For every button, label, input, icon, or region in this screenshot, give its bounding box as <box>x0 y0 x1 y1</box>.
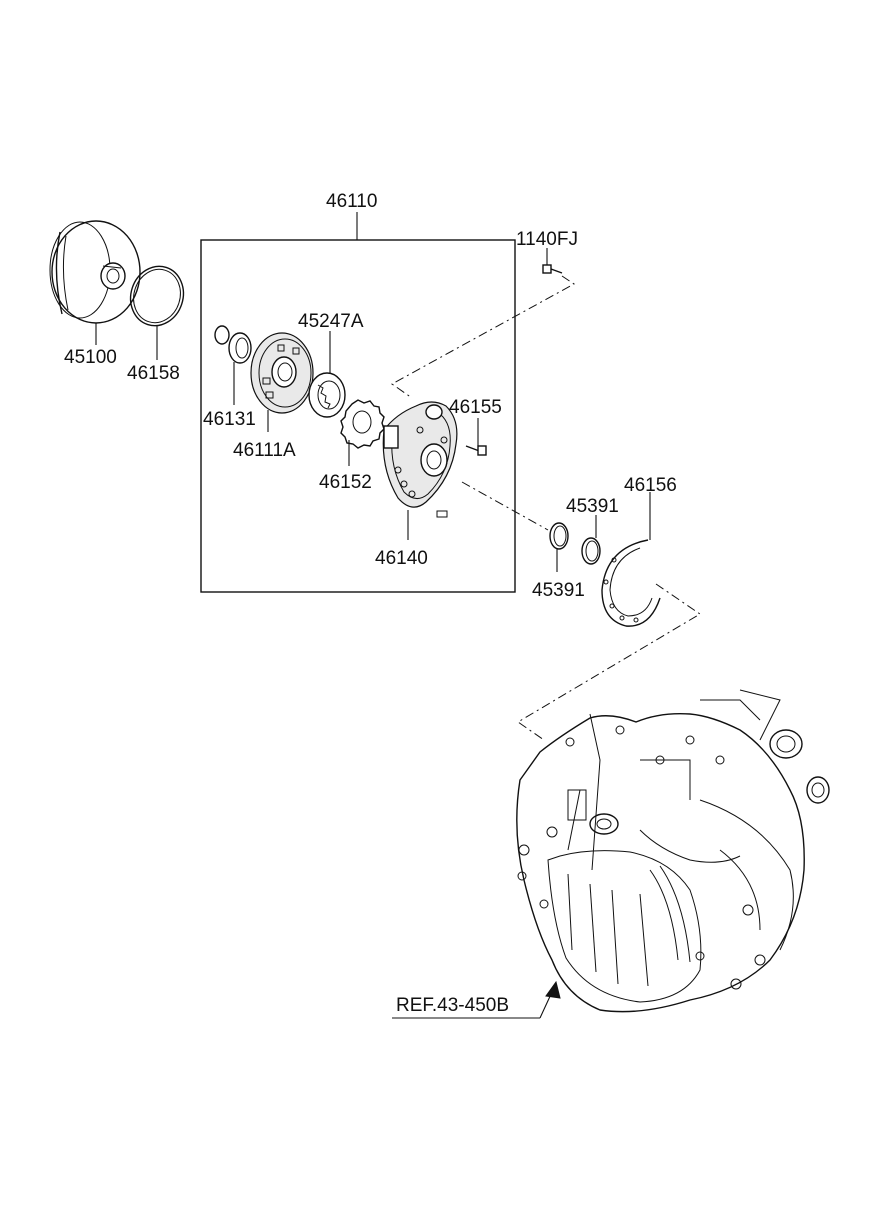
pump-body-46140[interactable]: 46140 <box>375 401 458 569</box>
oil-seal-46131[interactable]: 46131 <box>203 325 256 430</box>
bolt-1140FJ[interactable]: 1140FJ <box>516 229 578 274</box>
assembly-46110-group: 46110 <box>200 191 516 593</box>
reference-arrow-icon <box>545 980 561 999</box>
assembly-box <box>200 239 516 593</box>
reference-label[interactable]: REF.43-450B <box>396 995 509 1016</box>
part-label-46140[interactable]: 46140 <box>375 548 428 569</box>
torque-converter-45100[interactable]: 45100 <box>49 220 141 368</box>
part-label-46156[interactable]: 46156 <box>624 475 677 496</box>
part-label-45100[interactable]: 45100 <box>64 347 117 368</box>
gear-45247A[interactable]: 45247A <box>298 311 364 418</box>
gasket-46156[interactable]: 46156 <box>601 475 677 627</box>
transaxle-assembly <box>516 689 830 1013</box>
reference-callout[interactable]: REF.43-450B <box>392 980 561 1019</box>
o-ring-46158[interactable]: 46158 <box>123 259 191 384</box>
part-label-46111A[interactable]: 46111A <box>233 440 296 461</box>
part-label-45391-lower[interactable]: 45391 <box>532 580 585 601</box>
ring-45391-right[interactable]: 45391 <box>566 496 619 565</box>
part-label-45391-upper[interactable]: 45391 <box>566 496 619 517</box>
part-label-1140FJ[interactable]: 1140FJ <box>516 229 578 250</box>
part-label-46155[interactable]: 46155 <box>449 397 502 418</box>
part-label-45247A[interactable]: 45247A <box>298 311 364 332</box>
alignment-lines <box>391 275 701 741</box>
part-label-46158[interactable]: 46158 <box>127 363 180 384</box>
ring-45391-left[interactable]: 45391 <box>532 522 585 601</box>
part-label-46152[interactable]: 46152 <box>319 472 372 493</box>
gear-46152[interactable]: 46152 <box>319 399 385 493</box>
part-label-46131[interactable]: 46131 <box>203 409 256 430</box>
bolt-46155[interactable]: 46155 <box>449 397 502 456</box>
assembly-label[interactable]: 46110 <box>326 191 377 212</box>
pump-plate-46111A[interactable]: 46111A <box>233 332 314 461</box>
